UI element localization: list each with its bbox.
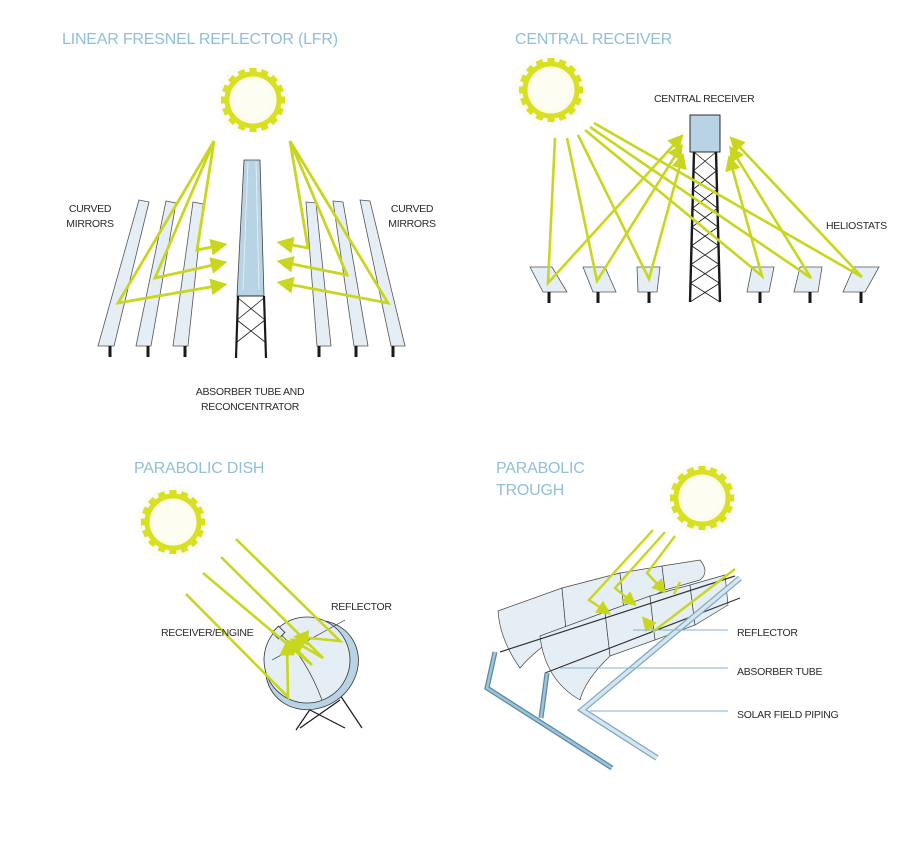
lfr-absorber-label: ABSORBER TUBE AND RECONCENTRATOR — [185, 385, 315, 415]
central-receiver-title: CENTRAL RECEIVER — [515, 31, 673, 48]
tower-icon — [688, 114, 722, 303]
sun-icon — [137, 486, 209, 558]
absorber-tower-icon — [234, 159, 268, 359]
lfr-panel — [97, 64, 406, 359]
label-line: MIRRORS — [66, 218, 114, 230]
lattice-strut — [690, 264, 720, 284]
sun-icon — [217, 64, 289, 136]
central-receiver-label: CENTRAL RECEIVER — [654, 93, 755, 105]
lfr-curved-mirrors-right-label: CURVED MIRRORS — [382, 202, 442, 232]
dish-receiver-engine-label: RECEIVER/ENGINE — [161, 627, 254, 639]
trough-rays — [587, 529, 736, 633]
central-receiver-rays — [546, 121, 863, 287]
lfr-title: LINEAR FRESNEL REFLECTOR (LFR) — [62, 31, 338, 48]
heliostats-label: HELIOSTATS — [826, 220, 887, 232]
dish-reflector-label: REFLECTOR — [331, 601, 392, 613]
central-receiver-panel — [515, 54, 880, 303]
lfr-curved-mirrors-left-label: CURVED MIRRORS — [60, 202, 120, 232]
mirror-posts — [108, 346, 395, 357]
label-line: ABSORBER TUBE AND — [195, 386, 305, 398]
label-line: MIRRORS — [388, 218, 436, 230]
parabolic-trough-title-line2: TROUGH — [496, 482, 565, 499]
label-line: CURVED — [390, 203, 434, 215]
lattice-strut — [689, 282, 720, 303]
trough-leader-lines — [560, 629, 728, 712]
dish-rays — [185, 538, 344, 701]
heliostat-icon — [529, 266, 880, 303]
trough-solar-field-piping-label: SOLAR FIELD PIPING — [737, 709, 839, 721]
trough-reflector-label: REFLECTOR — [737, 627, 798, 639]
lattice-strut — [691, 226, 719, 247]
parabolic-dish-title: PARABOLIC DISH — [134, 460, 265, 477]
parabolic-dish-panel — [137, 486, 363, 731]
lattice-strut — [690, 245, 719, 265]
lattice-strut — [692, 170, 717, 190]
lfr-sun-rays — [115, 140, 391, 305]
label-line: RECONCENTRATOR — [200, 401, 300, 413]
lattice-strut — [693, 151, 717, 172]
sun-icon — [515, 54, 587, 126]
parabolic-trough-panel — [484, 462, 742, 771]
parabolic-trough-title: PARABOLIC TROUGH — [496, 458, 585, 502]
trough-icon — [484, 559, 742, 771]
parabolic-trough-title-line1: PARABOLIC — [496, 460, 585, 477]
trough-absorber-tube-label: ABSORBER TUBE — [737, 666, 823, 678]
sun-icon — [666, 462, 738, 534]
label-line: CURVED — [68, 203, 112, 215]
